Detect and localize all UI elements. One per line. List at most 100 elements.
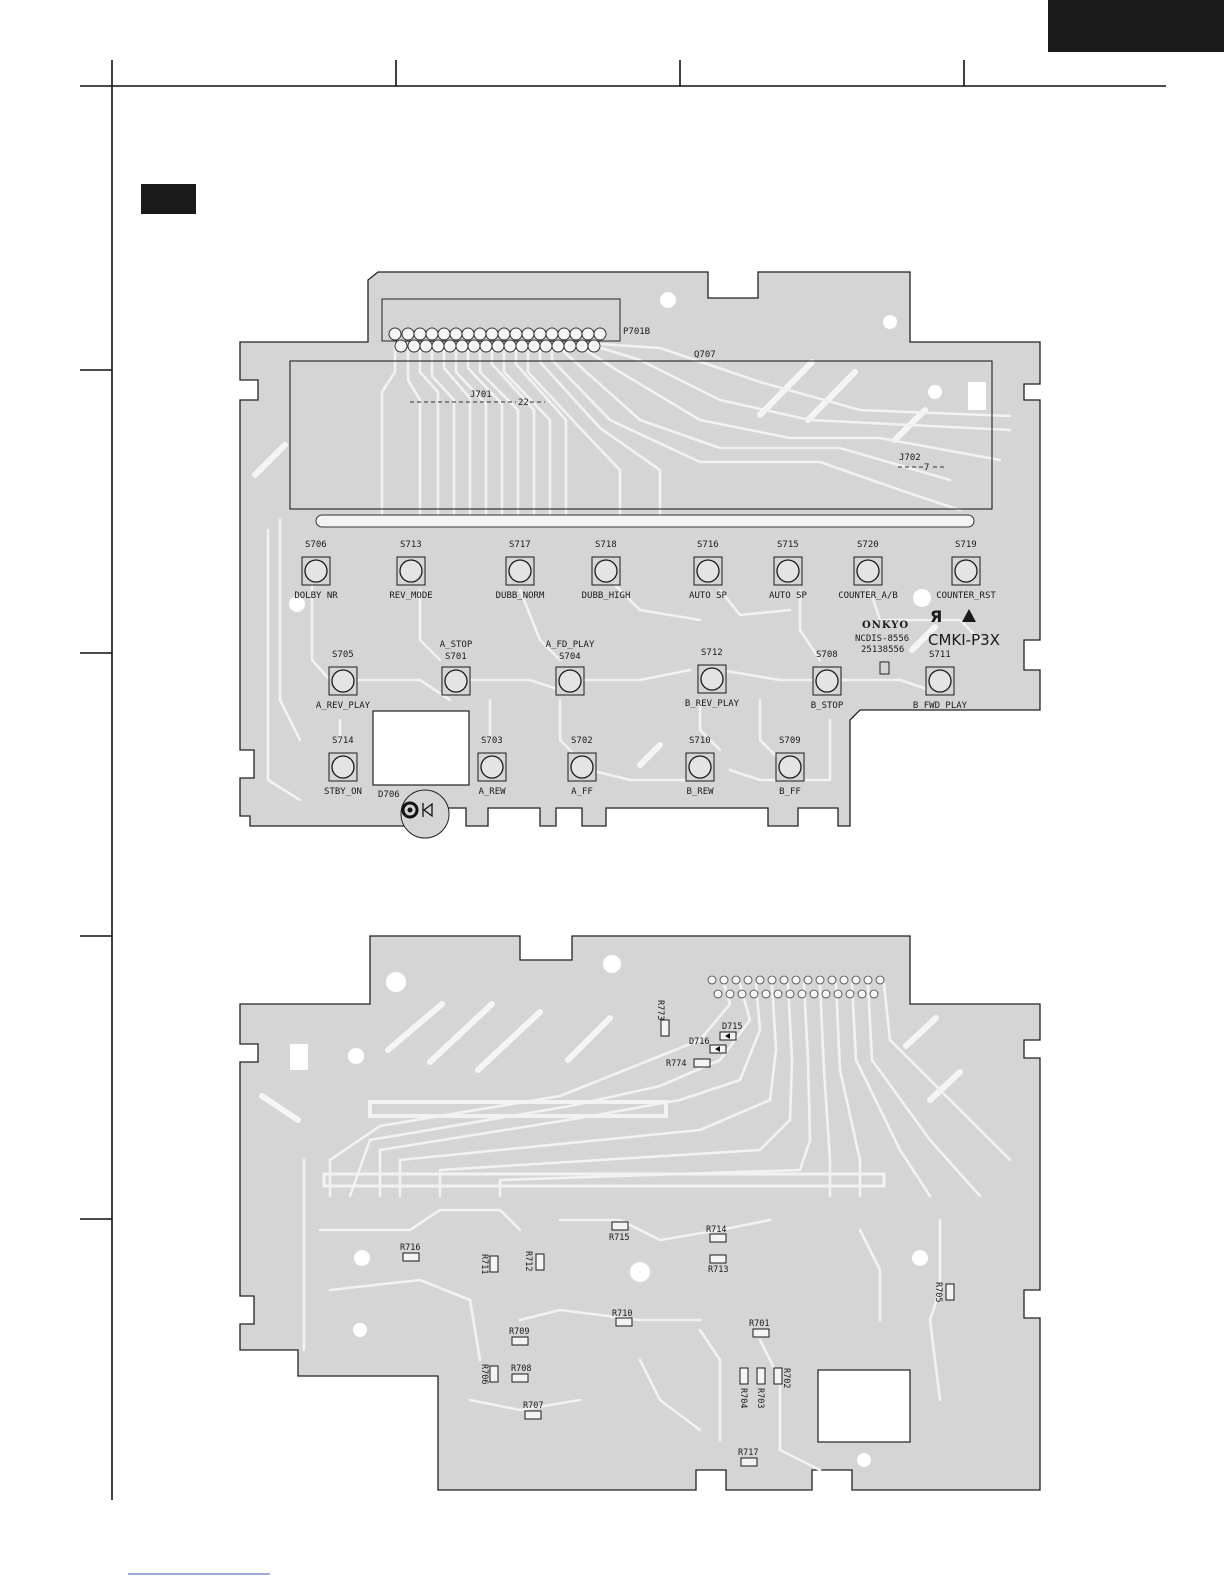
switch-ref-label: S709 <box>779 736 801 746</box>
top-board: P701B Q707 J701 22 J702 7 ONKYO NCDIS-85… <box>239 271 1041 839</box>
label-r716: R716 <box>400 1243 420 1253</box>
switch-ref-label: S720 <box>857 540 879 550</box>
switch-function-label: STBY_ON <box>324 787 362 797</box>
resistor-r703 <box>756 1367 766 1385</box>
jumper-j701-count: 22 <box>518 398 529 408</box>
switch-ref-label: S718 <box>595 540 617 550</box>
jumper-j702-label: J702 <box>899 453 921 463</box>
switch-ref-label: S713 <box>400 540 422 550</box>
switch-ref-label: S703 <box>481 736 503 746</box>
switch-function-label: COUNTER_A/B <box>838 591 898 601</box>
cutout-window <box>817 1369 911 1443</box>
resistor-r705 <box>945 1283 955 1301</box>
resistor-r715 <box>611 1221 629 1231</box>
resistor-r707 <box>524 1410 542 1420</box>
switch-function-label: DUBB_HIGH <box>582 591 631 601</box>
display-window <box>372 710 470 786</box>
resistor-r702 <box>773 1367 783 1385</box>
connector-label: P701B <box>623 327 650 337</box>
switch-ref-label: S716 <box>697 540 719 550</box>
label-r714: R714 <box>706 1225 726 1235</box>
resistor-r774 <box>693 1058 711 1068</box>
resistor-r712 <box>535 1253 545 1271</box>
label-r709: R709 <box>509 1327 529 1337</box>
label-d715: D715 <box>722 1022 742 1032</box>
switch-function-label: REV_MODE <box>389 591 432 601</box>
label-r712: R712 <box>523 1251 533 1271</box>
switch-ref-label: S719 <box>955 540 977 550</box>
switch-ref-label: S717 <box>509 540 531 550</box>
resistor-r704 <box>739 1367 749 1385</box>
switch-function-label: A_FD_PLAY <box>546 640 595 650</box>
switch-function-label: A_FF <box>571 787 593 797</box>
label-d716: D716 <box>689 1037 709 1047</box>
switch-ref-label: S711 <box>929 650 951 660</box>
label-r715: R715 <box>609 1233 629 1243</box>
switch-function-label: DOLBY NR <box>294 591 338 601</box>
switch-function-label: B_REW <box>686 787 714 797</box>
page-frame <box>80 0 1224 1575</box>
label-r774: R774 <box>666 1059 686 1069</box>
ul-mark-icon: Я <box>930 607 942 626</box>
board-number: 25138556 <box>861 645 904 655</box>
label-r706: R706 <box>479 1364 489 1384</box>
resistor-r701 <box>752 1328 770 1338</box>
switch-ref-label: S706 <box>305 540 327 550</box>
bottom-components: D715 D716 R773 R774 R716 R711 R712 R715 <box>400 1000 955 1467</box>
switch-function-label: COUNTER_RST <box>936 591 996 601</box>
corner-tab <box>1048 0 1224 52</box>
led-d706 <box>400 789 450 839</box>
label-r704: R704 <box>738 1388 748 1408</box>
model-name: CMKI-P3X <box>928 631 1000 649</box>
label-r713: R713 <box>708 1265 728 1275</box>
switch-ref-label: S701 <box>445 652 467 662</box>
switch-function-label: AUTO SP <box>689 591 728 601</box>
switch-function-label: DUBB_NORM <box>496 591 545 601</box>
label-r705: R705 <box>933 1282 943 1302</box>
resistor-r706 <box>489 1365 499 1383</box>
switch-ref-label: S715 <box>777 540 799 550</box>
switch-ref-label: S714 <box>332 736 354 746</box>
jumper-j701-label: J701 <box>470 390 492 400</box>
resistor-r717 <box>740 1457 758 1467</box>
brand-logo-text: ONKYO <box>862 620 909 631</box>
resistor-r773 <box>660 1019 670 1037</box>
label-r703: R703 <box>755 1388 765 1408</box>
switch-function-label: A_REV_PLAY <box>316 701 371 711</box>
section-tab <box>141 184 196 214</box>
label-r773: R773 <box>655 1000 665 1020</box>
label-r711: R711 <box>479 1254 489 1274</box>
switch-function-label: B_FWD_PLAY <box>913 701 968 711</box>
resistor-r711 <box>489 1255 499 1273</box>
switch-ref-label: S712 <box>701 648 723 658</box>
board-code: NCDIS-8556 <box>855 634 909 644</box>
label-r717: R717 <box>738 1448 758 1458</box>
resistor-r714 <box>709 1233 727 1243</box>
label-r701: R701 <box>749 1319 769 1329</box>
switch-ref-label: S710 <box>689 736 711 746</box>
jumper-j702-count: 7 <box>924 463 929 473</box>
label-r702: R702 <box>781 1368 791 1388</box>
switch-ref-label: S702 <box>571 736 593 746</box>
diode-symbol-icon <box>422 802 433 818</box>
connector-p701b <box>388 327 607 353</box>
switch-ref-label: S708 <box>816 650 838 660</box>
warning-triangle-icon <box>962 609 976 622</box>
switch-function-label: AUTO SP <box>769 591 808 601</box>
